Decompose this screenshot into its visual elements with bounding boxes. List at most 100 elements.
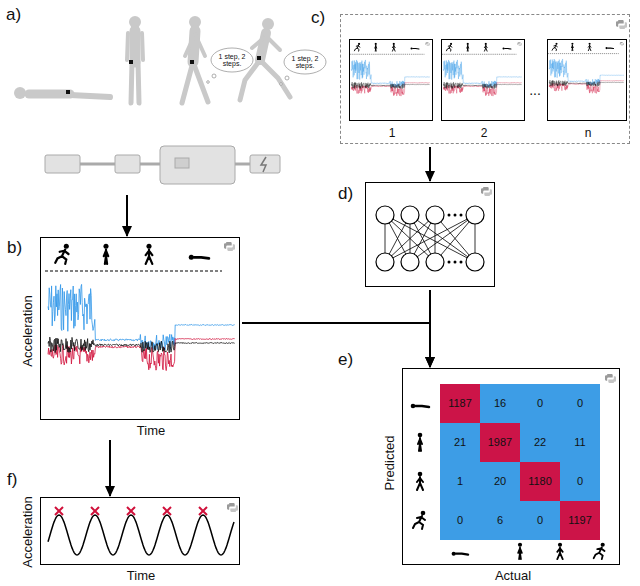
drawing-rect bbox=[440, 384, 480, 423]
axis-label: Acceleration bbox=[21, 295, 35, 367]
drawing-rect bbox=[115, 155, 140, 173]
panel-letter: e) bbox=[338, 351, 353, 370]
drawing-line bbox=[410, 215, 475, 262]
drawing-use bbox=[417, 472, 423, 490]
drawing-use bbox=[411, 404, 429, 409]
matrix-cell-value: 1 bbox=[441, 476, 479, 488]
drawing-circle bbox=[207, 81, 210, 84]
drawing-use bbox=[418, 433, 423, 451]
network-panel: d) bbox=[365, 182, 495, 287]
peak-panel: f)AccelerationTime bbox=[40, 497, 240, 565]
matrix-cell-value: 22 bbox=[521, 437, 559, 449]
matrix-cell-value: 1987 bbox=[481, 437, 519, 449]
drawing-use bbox=[518, 543, 522, 559]
drawing-line bbox=[182, 62, 193, 103]
axis-label: Time bbox=[127, 569, 155, 583]
drawing-circle bbox=[460, 214, 463, 217]
matrix-cell-value: 0 bbox=[521, 398, 559, 410]
neural-network bbox=[376, 206, 484, 271]
drawing-line bbox=[29, 90, 70, 99]
matrix-panel: e)PredictedActual bbox=[402, 368, 620, 565]
drawing-circle bbox=[280, 83, 283, 86]
dataset-panel: c)12n bbox=[340, 14, 630, 144]
drawing-circle bbox=[448, 261, 451, 264]
drawing-line bbox=[127, 33, 128, 60]
sensor-device bbox=[45, 146, 280, 184]
drawing-rect bbox=[45, 155, 80, 173]
matrix-cell-value: 0 bbox=[441, 515, 479, 527]
drawing-path bbox=[127, 507, 135, 515]
matrix-cell-value: 6 bbox=[481, 515, 519, 527]
drawing-circle bbox=[401, 253, 419, 271]
drawing-use bbox=[350, 42, 430, 96]
axis-label: Predicted bbox=[383, 436, 397, 491]
class-icon bbox=[411, 404, 605, 559]
drawing-line bbox=[142, 33, 143, 60]
drawing-rect bbox=[440, 384, 600, 540]
panel-letter: a) bbox=[6, 6, 21, 25]
matrix-cell-value: 1197 bbox=[561, 515, 599, 527]
mini-plot bbox=[350, 42, 624, 96]
thought-text: 1 step, 2 steps. bbox=[289, 55, 321, 70]
drawing-line bbox=[80, 163, 115, 166]
drawing-line bbox=[138, 62, 139, 103]
panel-letter: c) bbox=[311, 9, 325, 28]
matrix-cell-value: 20 bbox=[481, 476, 519, 488]
drawing-ellipse bbox=[284, 50, 326, 74]
drawing-path bbox=[199, 507, 207, 515]
panel-letter: b) bbox=[7, 239, 22, 258]
matrix-cell-value: 11 bbox=[561, 437, 599, 449]
drawing-circle bbox=[448, 214, 451, 217]
acceleration-wave bbox=[48, 515, 234, 555]
drawing-circle bbox=[426, 253, 444, 271]
thought-text: 1 step, 2 steps. bbox=[216, 53, 248, 68]
matrix-cell-value: 0 bbox=[561, 476, 599, 488]
drawing-path bbox=[55, 507, 63, 515]
ellipsis: ... bbox=[523, 83, 547, 98]
drawing-use bbox=[452, 552, 468, 556]
drawing-line bbox=[266, 36, 280, 50]
drawing-rect bbox=[66, 90, 70, 94]
signal-plot bbox=[45, 242, 235, 371]
drawing-circle bbox=[460, 261, 463, 264]
drawing-rect bbox=[257, 56, 261, 60]
drawing-rect bbox=[160, 146, 235, 184]
drawing-circle bbox=[376, 206, 394, 224]
matrix-cell-value: 1180 bbox=[521, 476, 559, 488]
drawing-circle bbox=[426, 206, 444, 224]
matrix-cell-value: 16 bbox=[481, 398, 519, 410]
drawing-line bbox=[131, 62, 132, 103]
drawing-use bbox=[442, 42, 522, 96]
python-logo bbox=[227, 503, 238, 512]
drawing-line bbox=[235, 163, 250, 166]
drawing-circle bbox=[466, 253, 484, 271]
drawing-circle bbox=[454, 261, 457, 264]
drawing-circle bbox=[466, 206, 484, 224]
python-logo bbox=[605, 374, 616, 383]
matrix-cell-value: 21 bbox=[441, 437, 479, 449]
matrix-cell-value: 0 bbox=[521, 515, 559, 527]
peak-marker bbox=[55, 507, 207, 515]
drawing-use bbox=[594, 543, 605, 559]
drawing-line bbox=[410, 215, 475, 262]
drawing-line bbox=[252, 36, 266, 48]
drawing-circle bbox=[376, 253, 394, 271]
thought-bubble bbox=[207, 48, 326, 85]
drawing-circle bbox=[14, 87, 26, 99]
drawing-rect bbox=[480, 423, 520, 462]
drawing-line bbox=[193, 62, 208, 102]
sample-number: n bbox=[585, 127, 592, 140]
flow-arrow bbox=[242, 323, 430, 367]
matrix-cell-value: 1187 bbox=[441, 398, 479, 410]
axis-label: Time bbox=[137, 424, 165, 438]
drawing-rect bbox=[190, 60, 194, 64]
sample-box: 1 bbox=[349, 39, 433, 121]
drawing-path bbox=[163, 507, 171, 515]
drawing-circle bbox=[285, 76, 289, 80]
python-logo bbox=[481, 187, 492, 196]
drawing-rect bbox=[560, 501, 600, 540]
matrix-cell-value: 0 bbox=[561, 398, 599, 410]
